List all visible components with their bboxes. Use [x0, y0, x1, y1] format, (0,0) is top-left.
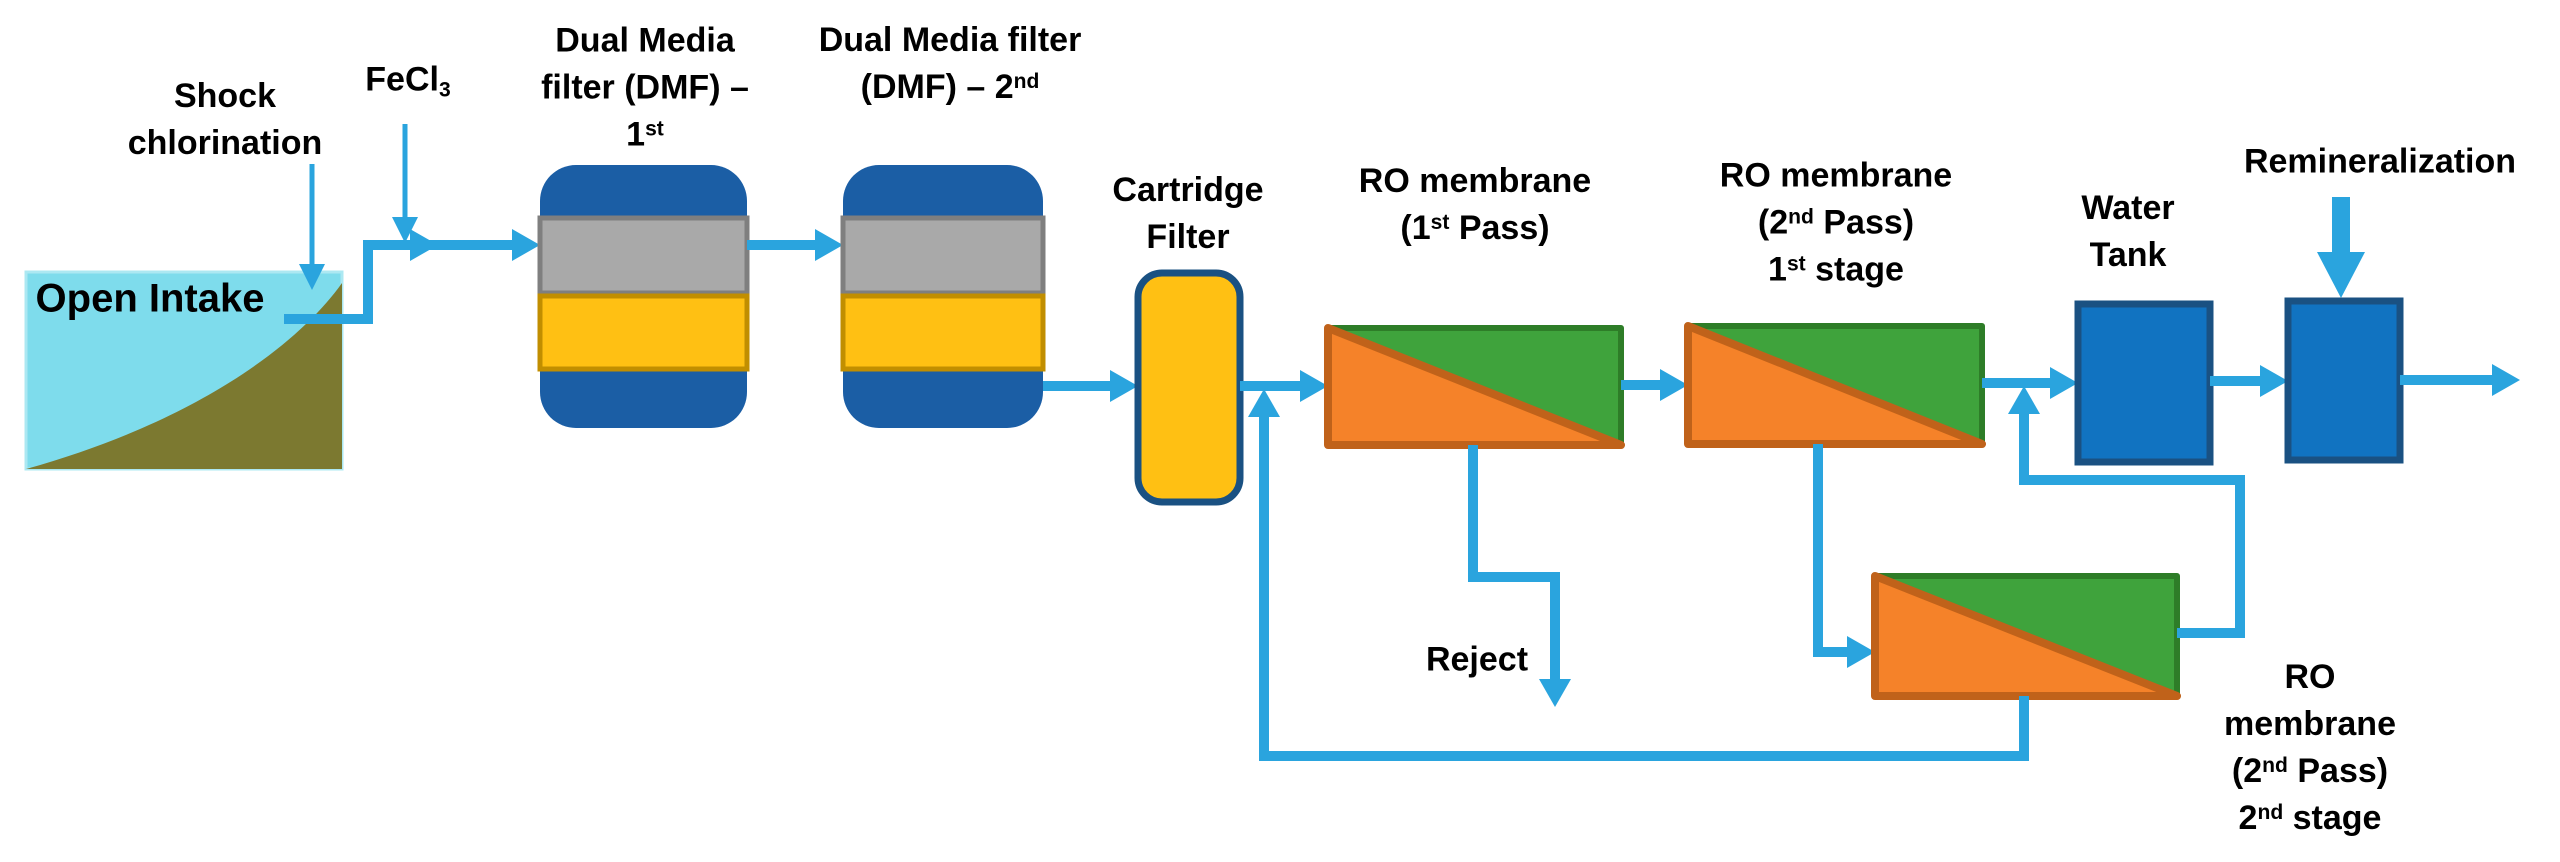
remineralization-dosing-arrow: [2317, 197, 2365, 298]
reject-label: Reject: [1425, 640, 1529, 679]
ro2s1-feed-half: [1684, 322, 1986, 448]
cartridge-filter-vessel: [1134, 269, 1244, 506]
dmf2-anthracite-layer: [840, 215, 1046, 296]
tank-to-remineralization-connector: [2210, 365, 2288, 397]
stage2-recycle-connector: [1248, 389, 2029, 761]
ro2s1-to-stage2-connector: [1813, 444, 1875, 668]
open-intake-basin: [24, 270, 344, 471]
fecl3-dosing-arrow: [392, 124, 418, 243]
dmf1-anthracite-layer: [537, 215, 750, 296]
intake-to-dmf1-connector: [284, 229, 540, 324]
dmf1-sand-layer: [537, 293, 750, 372]
ro1-reject-connector: [1468, 445, 1571, 707]
dmf1-vessel: [537, 165, 750, 428]
water-tank-vessel: [2074, 300, 2214, 466]
ro-membrane-pass2-stage2: [1871, 572, 2181, 700]
dmf2-label: Dual Media filter(DMF) – 2nd: [818, 21, 1082, 106]
ro-membrane-pass1: [1324, 324, 1625, 449]
ro-pass2-stage1-label: RO membrane(2nd Pass)1st stage: [1719, 156, 1953, 289]
dmf1-to-dmf2-connector: [747, 229, 843, 261]
remineralization-label: Remineralization: [2243, 142, 2517, 181]
remineralization-vessel: [2284, 297, 2404, 464]
dmf2-vessel: [840, 165, 1046, 428]
ro-pass1-label: RO membrane(1st Pass): [1358, 162, 1592, 247]
fecl3-label: FeCl3: [365, 60, 451, 102]
stage2-permeate-return-connector: [2008, 386, 2245, 638]
ro-membrane-pass2-stage1: [1684, 322, 1986, 448]
shock-chlorination-arrow: [299, 164, 325, 290]
dmf2-sand-layer: [840, 293, 1046, 372]
open-intake-label: Open Intake: [35, 276, 265, 321]
product-outflow-connector: [2400, 364, 2520, 396]
ro2-to-tank-connector: [1982, 367, 2078, 399]
intake-bank-shape: [26, 283, 342, 469]
ro1-to-ro2-connector: [1621, 369, 1688, 401]
dmf2-to-cartridge-connector: [1043, 370, 1138, 402]
cartridge-to-ro1-connector: [1240, 370, 1328, 402]
